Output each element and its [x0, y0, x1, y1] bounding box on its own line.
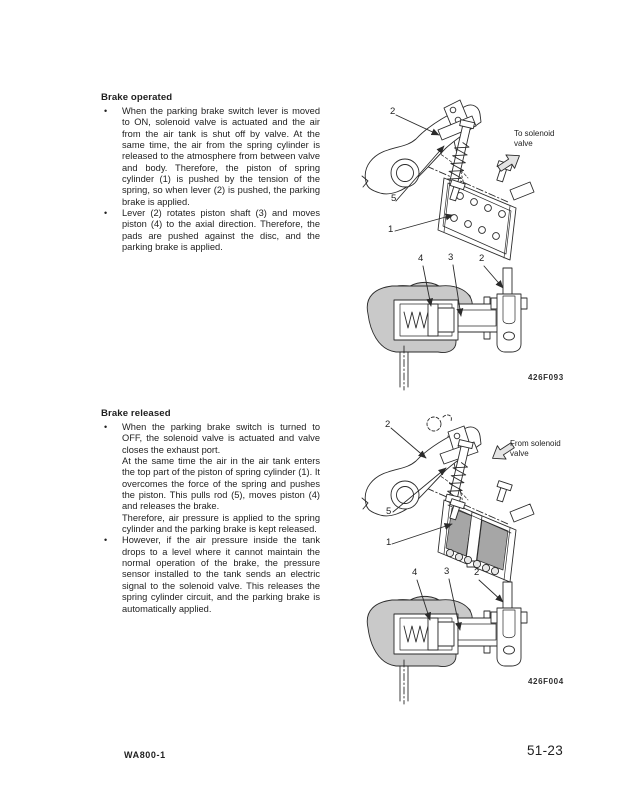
section-heading: Brake released [101, 408, 171, 419]
callout-piston-shaft: 3 [448, 252, 454, 263]
callout-piston: 4 [418, 253, 424, 264]
bullet-item: • When the parking brake switch lever is… [100, 106, 320, 208]
callout-lever-section: 2 [479, 253, 485, 264]
flow-annotation: From solenoid valve [510, 439, 561, 458]
paragraph: When the parking brake switch is turned … [122, 422, 320, 455]
callout-lever: 2 [385, 419, 391, 430]
bullet-marker: • [104, 535, 108, 546]
callout-spring-cylinder: 1 [386, 537, 392, 548]
bullet-marker: • [104, 208, 108, 219]
section-brake-released-text: Brake released • When the parking brake … [100, 408, 320, 615]
callout-lever-section: 2 [474, 567, 480, 578]
figure-brake-released: 2 5 1 From solenoid valve 4 3 2 426F004 [360, 406, 595, 716]
bullet-marker: • [104, 106, 108, 116]
figure-number: 426F093 [528, 373, 564, 382]
section-brake-operated-text: Brake operated • When the parking brake … [100, 92, 320, 253]
section-heading: Brake operated [101, 92, 173, 103]
bullet-item: • However, if the air pressure inside th… [100, 535, 320, 614]
brake-released-illustration [361, 414, 535, 705]
bullet-item: • Lever (2) rotates piston shaft (3) and… [100, 208, 320, 253]
paragraph: Lever (2) rotates piston shaft (3) and m… [122, 208, 320, 253]
callout-piston-shaft: 3 [444, 566, 450, 577]
callout-spring: 5 [391, 193, 397, 204]
bullet-item: • When the parking brake switch is turne… [100, 422, 320, 535]
footer-page-number: 51-23 [527, 743, 564, 758]
flow-arrow-icon [492, 442, 515, 460]
figure-number: 426F004 [528, 677, 564, 686]
paragraph: Therefore, air pressure is applied to th… [122, 512, 320, 535]
callout-lever: 2 [390, 106, 396, 117]
callout-spring: 5 [386, 506, 392, 517]
flow-annotation: To solenoid valve [514, 129, 555, 148]
callout-piston: 4 [412, 567, 418, 578]
footer-model-code: WA800-1 [124, 750, 166, 760]
flow-arrow-icon [497, 154, 520, 172]
paragraph: When the parking brake switch lever is m… [122, 106, 320, 207]
bullet-marker: • [104, 422, 108, 432]
figure-brake-operated: 2 5 1 To solenoid valve 4 3 2 426F093 [360, 84, 595, 394]
callout-spring-cylinder: 1 [388, 224, 394, 235]
brake-operated-illustration [361, 99, 535, 391]
paragraph: At the same time the air in the air tank… [122, 456, 320, 512]
paragraph: However, if the air pressure inside the … [122, 535, 320, 614]
